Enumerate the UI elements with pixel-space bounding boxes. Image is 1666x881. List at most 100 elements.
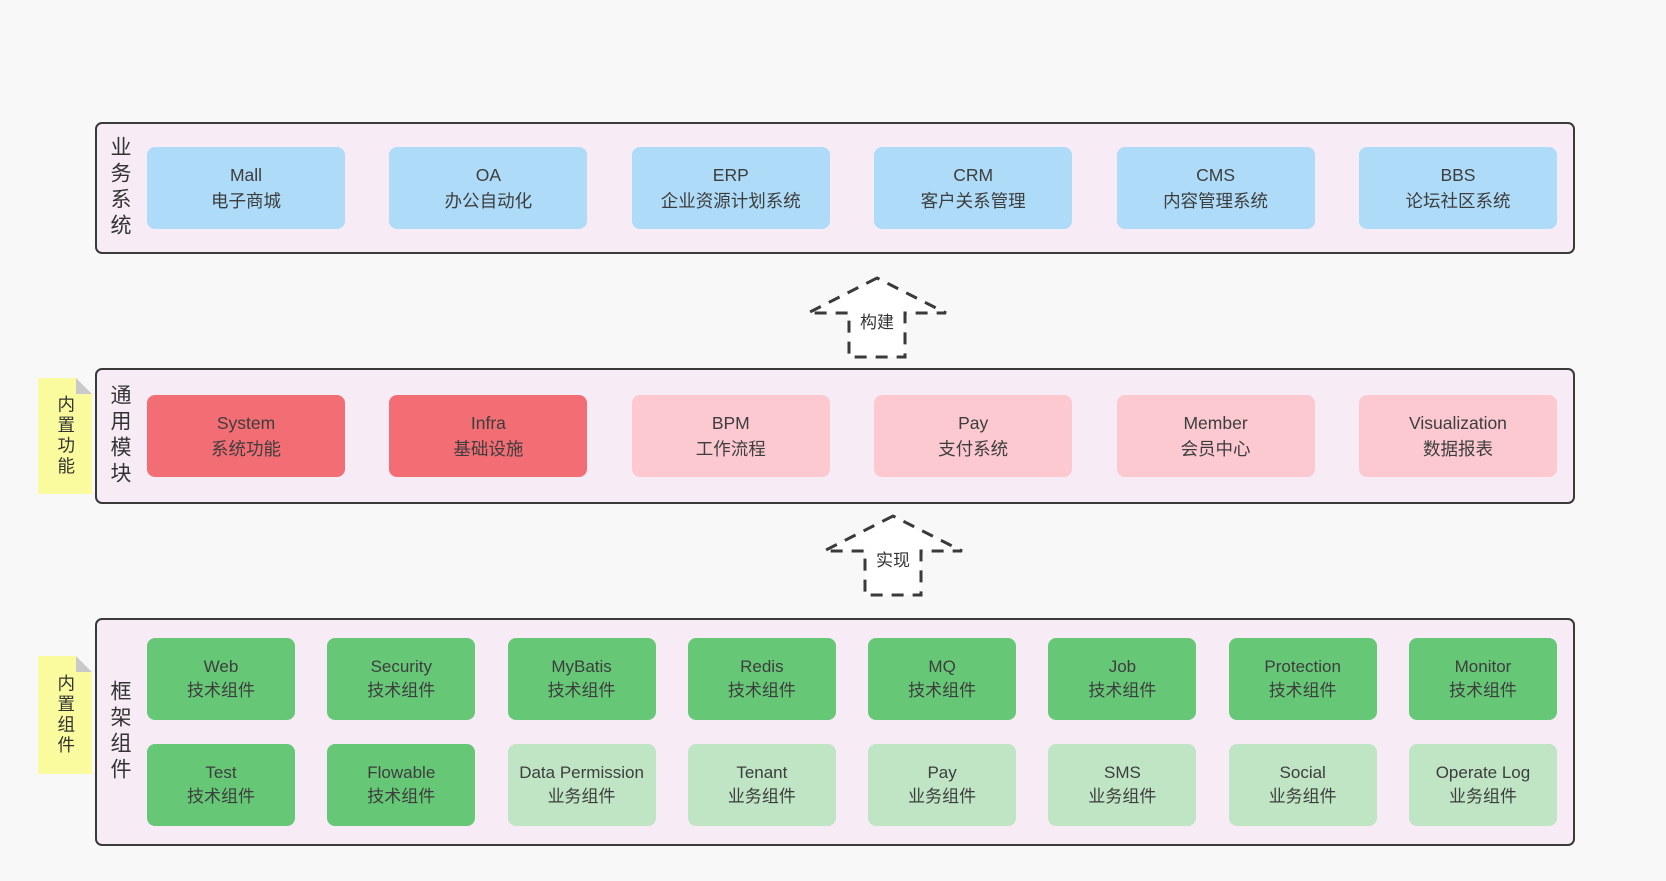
box-title: Member — [1183, 412, 1248, 433]
box-subtitle: 办公自动化 — [444, 191, 533, 211]
box-subtitle: 论坛社区系统 — [1405, 191, 1511, 211]
box-subtitle: 技术组件 — [367, 787, 436, 806]
box-title: Redis — [740, 656, 784, 676]
box-subtitle: 工作流程 — [695, 439, 766, 459]
box-subtitle: 业务组件 — [1088, 787, 1157, 806]
box-subtitle: 企业资源计划系统 — [660, 191, 801, 211]
box-title: Monitor — [1454, 656, 1512, 676]
band-common-modules: 通用模块 System 系统功能 Infra 基础设施 BPM 工作流程 Pay… — [95, 368, 1575, 504]
folded-corner-icon — [76, 378, 92, 394]
sticky-note-builtin-features: 内置功能 — [38, 378, 92, 494]
box-subtitle: 技术组件 — [908, 681, 977, 700]
band-label-common-modules: 通用模块 — [108, 384, 131, 488]
box-operate-log: Operate Log 业务组件 — [1408, 744, 1557, 826]
box-title: Tenant — [736, 762, 788, 782]
box-subtitle: 技术组件 — [1088, 681, 1157, 700]
box-title: Social — [1279, 762, 1326, 782]
box-bpm: BPM 工作流程 — [631, 395, 830, 477]
folded-corner-icon — [76, 656, 92, 672]
box-security: Security 技术组件 — [327, 638, 476, 720]
box-title: Data Permission — [519, 762, 644, 782]
box-subtitle: 支付系统 — [938, 439, 1009, 459]
box-title: BBS — [1440, 164, 1476, 185]
box-pay-business: Pay 业务组件 — [868, 744, 1017, 826]
box-member: Member 会员中心 — [1116, 395, 1315, 477]
sticky-note-text: 内置组件 — [55, 674, 76, 756]
box-title: Test — [205, 762, 237, 782]
box-mq: MQ 技术组件 — [868, 638, 1017, 720]
box-subtitle: 技术组件 — [367, 681, 436, 700]
box-subtitle: 内容管理系统 — [1163, 191, 1269, 211]
box-title: Pay — [958, 412, 989, 433]
box-subtitle: 电子商城 — [211, 191, 281, 211]
band-row: Test 技术组件 Flowable 技术组件 Data Permission … — [147, 744, 1557, 826]
box-title: OA — [475, 164, 502, 185]
box-visualization: Visualization 数据报表 — [1358, 395, 1557, 477]
box-social: Social 业务组件 — [1228, 744, 1377, 826]
box-oa: OA 办公自动化 — [389, 147, 588, 229]
box-subtitle: 业务组件 — [727, 787, 796, 806]
box-flowable: Flowable 技术组件 — [327, 744, 476, 826]
box-subtitle: 技术组件 — [1448, 681, 1517, 700]
box-title: ERP — [712, 164, 749, 185]
arrow-implement: 实现 — [818, 514, 968, 598]
box-mybatis: MyBatis 技术组件 — [507, 638, 656, 720]
box-subtitle: 技术组件 — [547, 681, 616, 700]
box-subtitle: 客户关系管理 — [920, 191, 1026, 211]
box-subtitle: 基础设施 — [453, 439, 524, 459]
box-title: MyBatis — [551, 656, 612, 676]
arrow-build: 构建 — [802, 276, 952, 360]
box-title: Mall — [229, 164, 263, 185]
box-title: CRM — [953, 164, 994, 185]
box-pay: Pay 支付系统 — [874, 395, 1073, 477]
band-rows: Web 技术组件 Security 技术组件 MyBatis 技术组件 Redi… — [130, 638, 1573, 826]
box-title: SMS — [1103, 762, 1141, 782]
box-infra: Infra 基础设施 — [389, 395, 588, 477]
box-subtitle: 业务组件 — [908, 787, 977, 806]
band-label-framework-components: 框架组件 — [108, 680, 131, 784]
box-title: CMS — [1196, 164, 1235, 185]
box-title: Protection — [1264, 656, 1341, 676]
box-subtitle: 技术组件 — [727, 681, 796, 700]
box-bbs: BBS 论坛社区系统 — [1358, 147, 1557, 229]
box-web: Web 技术组件 — [147, 638, 295, 720]
box-title: BPM — [711, 412, 750, 433]
box-subtitle: 技术组件 — [187, 787, 255, 806]
box-cms: CMS 内容管理系统 — [1116, 147, 1315, 229]
box-data-permission: Data Permission 业务组件 — [507, 744, 656, 826]
band-row: Web 技术组件 Security 技术组件 MyBatis 技术组件 Redi… — [147, 638, 1557, 720]
band-framework-components: 框架组件 Web 技术组件 Security 技术组件 MyBatis 技术组件… — [95, 618, 1575, 846]
box-mall: Mall 电子商城 — [147, 147, 345, 229]
box-job: Job 技术组件 — [1048, 638, 1197, 720]
box-title: Web — [203, 656, 239, 676]
box-title: Infra — [470, 412, 506, 433]
box-protection: Protection 技术组件 — [1228, 638, 1377, 720]
box-erp: ERP 企业资源计划系统 — [631, 147, 830, 229]
box-subtitle: 数据报表 — [1422, 439, 1493, 459]
sticky-note-text: 内置功能 — [55, 395, 76, 477]
box-system: System 系统功能 — [147, 395, 345, 477]
band-business-systems: 业务系统 Mall 电子商城 OA 办公自动化 ERP 企业资源计划系统 CRM… — [95, 122, 1575, 254]
box-tenant: Tenant 业务组件 — [687, 744, 836, 826]
box-sms: SMS 业务组件 — [1048, 744, 1197, 826]
box-subtitle: 技术组件 — [187, 681, 255, 700]
arrow-build-label: 构建 — [857, 307, 897, 334]
arrow-implement-label: 实现 — [873, 545, 913, 572]
box-title: Pay — [927, 762, 957, 782]
sticky-note-builtin-components: 内置组件 — [38, 656, 92, 774]
band-row: Mall 电子商城 OA 办公自动化 ERP 企业资源计划系统 CRM 客户关系… — [130, 147, 1573, 229]
band-label-business-systems: 业务系统 — [108, 136, 131, 240]
box-crm: CRM 客户关系管理 — [874, 147, 1073, 229]
box-title: Visualization — [1408, 412, 1507, 433]
box-title: Job — [1108, 656, 1137, 676]
box-title: System — [216, 412, 276, 433]
band-row: System 系统功能 Infra 基础设施 BPM 工作流程 Pay 支付系统… — [130, 395, 1573, 477]
box-subtitle: 技术组件 — [1268, 681, 1337, 700]
box-subtitle: 业务组件 — [1268, 787, 1337, 806]
box-title: Flowable — [367, 762, 436, 782]
box-subtitle: 会员中心 — [1180, 439, 1251, 459]
box-test: Test 技术组件 — [147, 744, 295, 826]
box-monitor: Monitor 技术组件 — [1408, 638, 1557, 720]
box-redis: Redis 技术组件 — [687, 638, 836, 720]
